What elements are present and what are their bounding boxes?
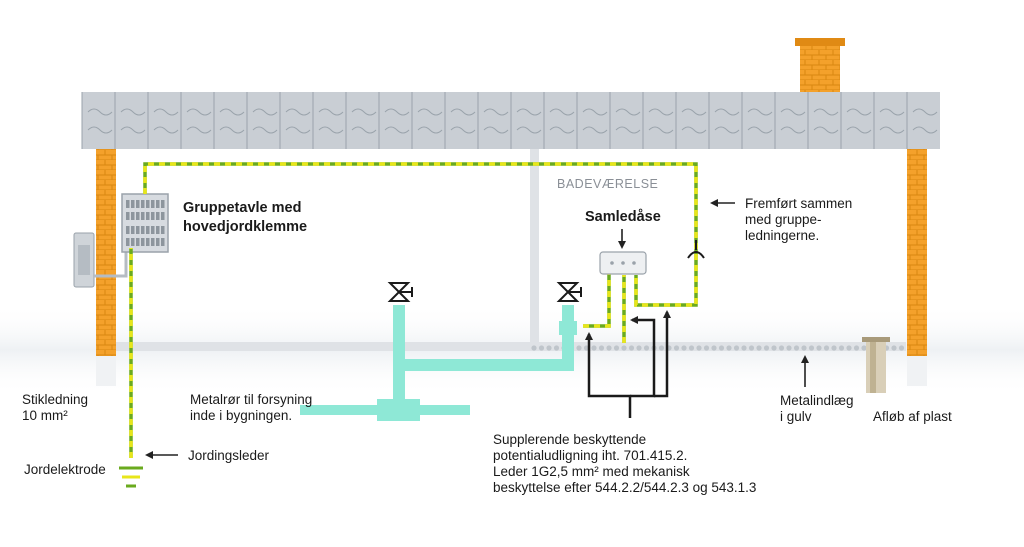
floor-insert-dot	[846, 345, 852, 351]
floor-insert-dot	[718, 345, 725, 351]
right-foundation	[907, 356, 927, 386]
bathroom-wall	[530, 149, 539, 346]
floor-insert-dot	[808, 345, 815, 351]
floor-insert-dot	[741, 345, 747, 351]
floor-insert-dot	[688, 345, 695, 351]
service-cable-label: Stikledning 10 mm²	[22, 392, 89, 423]
floor-insert-dot	[771, 345, 777, 351]
floor-insert-dot	[576, 345, 582, 351]
panel-label: Gruppetavle med hovedjordklemme	[183, 200, 308, 235]
earth-symbol-icon	[119, 466, 143, 488]
floor-insert-dot	[748, 345, 755, 351]
earth-conductor	[129, 162, 698, 458]
earthing-conductor-label: Jordingsleder	[188, 448, 270, 463]
chimney-icon	[795, 38, 845, 92]
junction-box-label: Samledåse	[585, 209, 661, 225]
floor-insert-dot	[546, 345, 552, 351]
floor-insert-dot	[898, 345, 905, 351]
floor-insert-dot	[658, 345, 665, 351]
floor-insert-dot	[711, 345, 717, 351]
arrow-icon	[145, 199, 809, 459]
floor-slab	[116, 342, 906, 351]
metal-pipe-label: Metalrør til forsyning inde i bygningen.	[190, 392, 313, 423]
floor-insert-dot	[793, 345, 800, 351]
room-label: BADEVÆRELSE	[557, 177, 659, 191]
roof	[81, 92, 940, 149]
right-brick-column	[907, 149, 927, 356]
plastic-drain-icon	[862, 337, 890, 393]
floor-insert-dot	[763, 345, 770, 351]
metal-water-pipe	[300, 305, 577, 421]
floor-insert-dot	[538, 345, 545, 351]
floor-insert-dot	[621, 345, 627, 351]
cable-branch-icon	[687, 240, 705, 259]
floor-insert-dot	[598, 345, 605, 351]
floor-insert-dot	[786, 345, 792, 351]
floor-insert-dot	[778, 345, 785, 351]
floor-insert-dot	[628, 345, 635, 351]
floor-insert-dot	[891, 345, 897, 351]
floor-insert-dot	[756, 345, 762, 351]
meter-box-icon	[73, 232, 128, 288]
earth-electrode-label: Jordelektrode	[24, 462, 106, 477]
floor-insert-dot	[531, 345, 537, 351]
floor-insert-dot	[553, 345, 560, 351]
floor-insert-dot	[673, 345, 680, 351]
floor-insert-dot	[823, 345, 830, 351]
floor-insert-label: Metalindlæg i gulv	[780, 393, 854, 424]
floor-insert-dot	[816, 345, 822, 351]
floor-insert-dot	[838, 345, 845, 351]
floor-insert-dot	[591, 345, 597, 351]
left-brick-column	[96, 149, 116, 356]
floor-insert-dot	[831, 345, 837, 351]
plastic-drain-label: Afløb af plast	[873, 409, 952, 424]
floor-insert-dot	[643, 345, 650, 351]
bonding-conductor	[585, 310, 671, 418]
panel-icon	[121, 193, 169, 253]
floor-insert-dot	[696, 345, 702, 351]
valve-icon	[387, 282, 413, 302]
floor-insert-dot	[861, 345, 867, 351]
floor-insert-dot	[853, 345, 860, 351]
floor-insert-dot	[606, 345, 612, 351]
floor-insert-dot	[733, 345, 740, 351]
routed-with-label: Fremført sammen med gruppe- ledningerne.	[745, 196, 853, 243]
floor-insert-dot	[703, 345, 710, 351]
left-foundation	[96, 356, 116, 386]
bonding-note-label: Supplerende beskyttende potentialudligni…	[493, 432, 757, 495]
floor-insert-dot	[636, 345, 642, 351]
valve-icon	[556, 282, 582, 302]
junction-box-icon	[599, 251, 647, 275]
floor-insert-dot	[801, 345, 807, 351]
floor-insert-dot	[681, 345, 687, 351]
floor-insert-dot	[613, 345, 620, 351]
floor-insert-dot	[726, 345, 732, 351]
